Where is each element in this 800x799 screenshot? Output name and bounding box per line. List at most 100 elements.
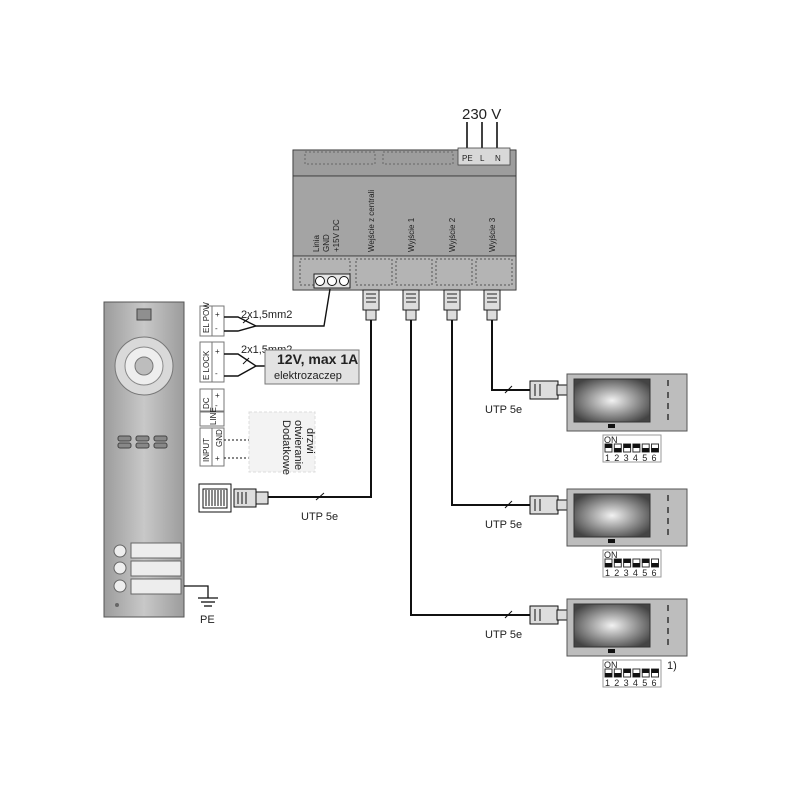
dip-switch-knob: [614, 559, 622, 563]
terminal-dc: DC: [202, 397, 211, 409]
dip-switch-knob: [632, 563, 640, 567]
power-label: 230 V: [462, 106, 501, 123]
port-label-out3: Wyjście 3: [488, 217, 497, 252]
distribution-hub: PE L N Linia GND +15V DC Wejście z centr…: [292, 147, 517, 291]
name-buttons: [113, 542, 182, 595]
monitor-2: [529, 488, 688, 547]
rj45-plug-out2: [443, 289, 461, 321]
power-wires: [224, 288, 331, 332]
camera-icon: [136, 308, 152, 321]
dip-switch-number: 1: [605, 678, 610, 688]
terminal-el-pow: EL POW: [202, 302, 211, 333]
dc-plus: +: [215, 391, 220, 400]
dip-switch-number: 6: [652, 453, 657, 463]
lock-name: elektrozaczep: [274, 370, 342, 382]
dip-switch-knob: [651, 563, 659, 567]
port-label-input: Wejście z centrali: [367, 190, 376, 252]
terminal-line: LINE: [209, 407, 218, 425]
dip-switch-knob: [642, 669, 650, 673]
el-pow-plus: +: [215, 310, 220, 319]
dip-switch-knob: [642, 559, 650, 563]
pin-l: L: [480, 154, 485, 163]
dip-switch-knob: [632, 444, 640, 448]
extra-open-text-1: Dodatkowe: [280, 420, 292, 475]
extra-open-text-2: otwieranie: [292, 420, 304, 470]
dip-switch-knob: [623, 669, 631, 673]
dip-switch-number: 4: [633, 453, 638, 463]
utp-label-monitor-3: UTP 5e: [485, 629, 522, 641]
terminal-label-gnd: GND: [322, 234, 331, 252]
dip-switch-number: 3: [624, 568, 629, 578]
e-lock-minus: -: [215, 369, 218, 378]
dip-switch-number: 5: [642, 453, 647, 463]
input-gnd: GND: [215, 429, 224, 447]
dip-switch-number: 5: [642, 678, 647, 688]
extra-open-text-3: drzwi: [304, 428, 316, 454]
dip-switch-knob: [614, 448, 622, 452]
dip-on-label: ON: [604, 660, 618, 670]
dip-switch-number: 5: [642, 568, 647, 578]
dip-on-label: ON: [604, 550, 618, 560]
dip-switch-number: 4: [633, 678, 638, 688]
pe-ground: [184, 585, 218, 607]
el-pow-cable-label: 2x1,5mm2: [241, 309, 292, 321]
dip-switch-number: 6: [652, 568, 657, 578]
lock-wires: [224, 353, 265, 377]
utp-labels: UTP 5e UTP 5e UTP 5e UTP 5e: [301, 404, 522, 641]
port-label-out1: Wyjście 1: [407, 217, 416, 252]
utp-label-monitor-2: UTP 5e: [485, 519, 522, 531]
lock-rating: 12V, max 1A: [277, 351, 358, 367]
dip-switch-knob: [632, 673, 640, 677]
dc-minus: -: [215, 401, 218, 410]
dip-switch-knob: [605, 673, 612, 677]
screw-terminals: [313, 273, 351, 289]
dip-switch-knob: [605, 563, 612, 567]
dip-switch-knob: [642, 448, 650, 452]
e-lock-plus: +: [215, 347, 220, 356]
dip-switch-knob: [623, 444, 631, 448]
hub-rj45-plugs: [362, 289, 501, 321]
pin-pe: PE: [462, 154, 473, 163]
rj45-plug-out1: [402, 289, 420, 321]
utp-cable-out2: [451, 320, 530, 506]
utp-cable-out1: [410, 320, 530, 616]
utp-cable-out3: [491, 320, 530, 391]
power-terminal-block: [457, 147, 511, 166]
rj45-plug-input: [362, 289, 380, 321]
dip-switch-number: 3: [624, 453, 629, 463]
utp-cable-panel: [268, 320, 372, 498]
panel-terminal-strip: EL POW E LOCK DC LINE INPUT + - + - + - …: [199, 302, 225, 467]
dip-switch-number: 2: [614, 678, 619, 688]
terminal-label-linia: Linia: [312, 235, 321, 252]
input-plus: +: [215, 454, 220, 463]
dip-switch-number: 4: [633, 568, 638, 578]
dip-switch-number: 2: [614, 453, 619, 463]
rj45-plug-out3: [483, 289, 501, 321]
pe-label: PE: [200, 614, 215, 626]
dip-switch-knob: [605, 444, 612, 448]
extra-open-switch: [224, 411, 316, 473]
terminal-label-15v: +15V DC: [332, 219, 341, 252]
dip-switch-number: 2: [614, 568, 619, 578]
lock-box: [264, 349, 360, 385]
el-pow-minus: -: [215, 324, 218, 333]
call-button: [134, 356, 154, 376]
cables: [268, 320, 530, 619]
monitor-1: [529, 373, 688, 432]
pin-n: N: [495, 154, 501, 163]
panel-rj45: [198, 483, 269, 513]
dip-switch-number: 6: [652, 678, 657, 688]
door-panel: [103, 301, 185, 618]
dip-switch-number: 1: [605, 568, 610, 578]
utp-label-monitor-1: UTP 5e: [485, 404, 522, 416]
monitor-3: [529, 598, 688, 657]
dip-switch-knob: [623, 559, 631, 563]
utp-label-panel: UTP 5e: [301, 511, 338, 523]
dip-switch-number: 1: [605, 453, 610, 463]
dip-switch-knob: [614, 673, 622, 677]
dip-on-label: ON: [604, 435, 618, 445]
